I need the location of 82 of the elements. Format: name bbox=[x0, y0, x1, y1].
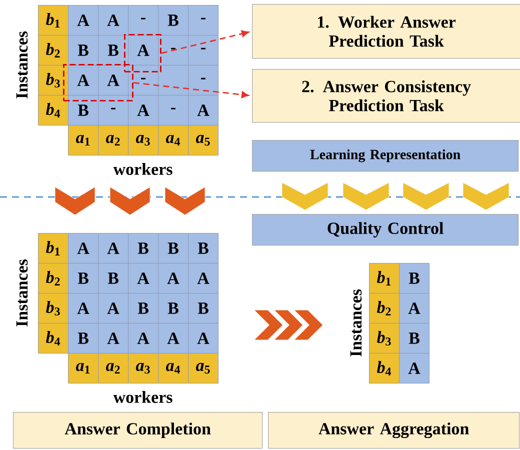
table-cell: B bbox=[68, 35, 98, 66]
chevron-arrow bbox=[282, 182, 328, 210]
dashed-region bbox=[124, 34, 162, 72]
table-cell: a$_{3}$ bbox=[128, 125, 158, 156]
table-cell: A bbox=[128, 263, 158, 294]
table-cell: A bbox=[128, 35, 158, 66]
arrow bbox=[161, 30, 249, 54]
table-cell: A bbox=[98, 323, 128, 354]
table-cell: B bbox=[158, 293, 188, 324]
table-cell: a$_{5}$ bbox=[188, 353, 218, 384]
table-cell: a$_{4}$ bbox=[158, 353, 188, 384]
table-cell: b$_{4}$ bbox=[38, 95, 68, 126]
table-cell: B bbox=[128, 233, 158, 264]
table-cell: b$_{2}$ bbox=[38, 35, 68, 66]
table-cell: b$_{1}$ bbox=[38, 5, 68, 36]
table-cell: A bbox=[158, 263, 188, 294]
table-cell: A bbox=[188, 323, 218, 354]
table-cell: B bbox=[68, 323, 98, 354]
table-cell: A bbox=[68, 293, 98, 324]
task-box: Quality Control bbox=[252, 214, 519, 246]
table-cell: A bbox=[128, 95, 158, 126]
table-cell: A bbox=[68, 233, 98, 264]
table-cell: a$_{2}$ bbox=[98, 353, 128, 384]
axis-label: workers bbox=[113, 163, 172, 175]
table-cell: a$_{1}$ bbox=[68, 125, 98, 156]
table-cell: A bbox=[98, 65, 128, 96]
arrow bbox=[133, 82, 249, 98]
task-box: Learning Representation bbox=[252, 140, 519, 172]
table-cell: a$_{2}$ bbox=[98, 125, 128, 156]
chevron-arrow bbox=[342, 182, 390, 210]
table-cell: A bbox=[188, 263, 218, 294]
table-cell: b$_{3}$ bbox=[38, 65, 68, 96]
table-cell: - bbox=[98, 95, 128, 126]
table-cell: B bbox=[98, 263, 128, 294]
axis-label: Instances bbox=[16, 31, 28, 98]
table-cell: a$_{5}$ bbox=[188, 125, 218, 156]
table-cell: A bbox=[98, 233, 128, 264]
table-cell: A bbox=[68, 65, 98, 96]
table-cell: b$_{3}$ bbox=[369, 323, 400, 354]
table-cell: B bbox=[98, 35, 128, 66]
table-cell: B bbox=[188, 293, 218, 324]
table-cell: B bbox=[128, 293, 158, 324]
task-box: 1. Worker Answer Prediction Task bbox=[252, 4, 520, 59]
table-cell: A bbox=[98, 5, 128, 36]
table-cell: - bbox=[188, 5, 218, 36]
axis-label: Instances bbox=[350, 289, 362, 356]
table-cell: a$_{4}$ bbox=[158, 125, 188, 156]
table-cell: a$_{3}$ bbox=[128, 353, 158, 384]
table-cell: B bbox=[158, 233, 188, 264]
task-box: Answer Aggregation bbox=[268, 412, 520, 449]
table-cell: B bbox=[188, 233, 218, 264]
dashed-region bbox=[63, 64, 134, 102]
table-cell: - bbox=[188, 65, 218, 96]
table-cell: B bbox=[68, 263, 98, 294]
table-cell: A bbox=[188, 95, 218, 126]
task-box: 2. Answer Consistency Prediction Task bbox=[252, 69, 520, 123]
table-cell: - bbox=[158, 35, 188, 66]
chevron-arrow bbox=[462, 182, 510, 210]
table-cell: - bbox=[158, 95, 188, 126]
axis-label: Instances bbox=[16, 259, 28, 326]
table-cell: B bbox=[399, 323, 430, 354]
table-cell: b$_{3}$ bbox=[38, 293, 68, 324]
table-cell: A bbox=[158, 323, 188, 354]
table-cell: b$_{2}$ bbox=[38, 263, 68, 294]
table-cell: A bbox=[399, 293, 430, 324]
table-cell: b$_{1}$ bbox=[38, 233, 68, 264]
table-cell: a$_{1}$ bbox=[68, 353, 98, 384]
task-box: Answer Completion bbox=[13, 412, 263, 449]
table-cell: - bbox=[188, 35, 218, 66]
chevron-arrow bbox=[402, 182, 450, 210]
table-cell: b$_{1}$ bbox=[369, 263, 400, 294]
table-cell: A bbox=[98, 293, 128, 324]
table-cell: b$_{4}$ bbox=[369, 353, 400, 384]
table-cell: b$_{4}$ bbox=[38, 323, 68, 354]
table-cell: - bbox=[128, 5, 158, 36]
table-cell: B bbox=[68, 95, 98, 126]
table-cell: A bbox=[68, 5, 98, 36]
table-cell: B bbox=[399, 263, 430, 294]
table-cell: b$_{2}$ bbox=[369, 293, 400, 324]
table-cell: A bbox=[399, 353, 430, 384]
table-cell: A bbox=[128, 323, 158, 354]
table-cell: B bbox=[158, 5, 188, 36]
